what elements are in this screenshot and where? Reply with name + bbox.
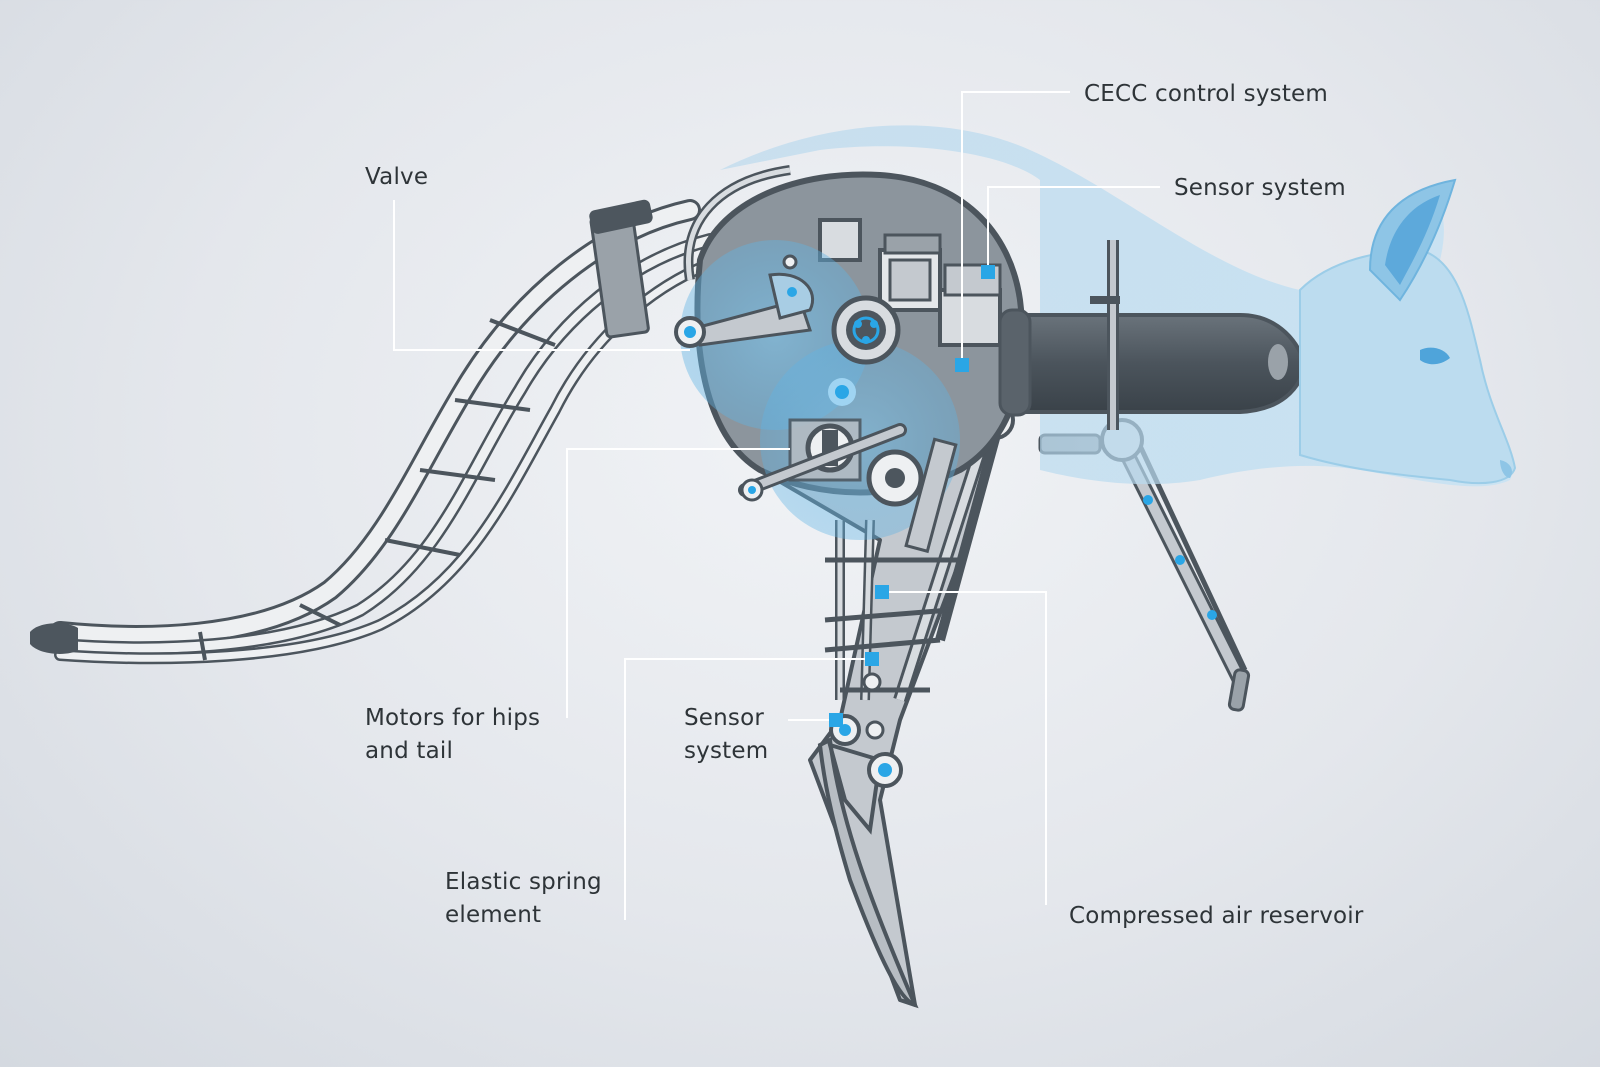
- label-text-line1: Sensor: [684, 705, 765, 731]
- label-text: Compressed air reservoir: [1069, 903, 1364, 929]
- label-text: CECC control system: [1084, 81, 1329, 107]
- label-sensor-system-leg: Sensor system: [684, 702, 768, 768]
- sensor-markers: [829, 265, 995, 727]
- hip-motors: [674, 240, 960, 554]
- leader-lines: [393, 91, 1160, 920]
- label-motors-hips-tail: Motors for hips and tail: [365, 702, 540, 768]
- label-cecc-control-system: CECC control system: [1084, 78, 1328, 111]
- tail: [30, 199, 726, 665]
- label-text-line1: Motors for hips: [365, 705, 541, 731]
- label-text-line2: element: [445, 902, 542, 928]
- head: [1299, 178, 1517, 485]
- label-text-line2: and tail: [365, 738, 454, 764]
- label-elastic-spring-element: Elastic spring element: [445, 866, 602, 932]
- label-text-line2: system: [684, 738, 769, 764]
- label-text: Sensor system: [1174, 175, 1346, 201]
- hind-leg: [758, 400, 1015, 1009]
- label-compressed-air-reservoir: Compressed air reservoir: [1069, 900, 1364, 933]
- label-valve: Valve: [365, 161, 428, 194]
- label-text-line1: Elastic spring: [445, 869, 602, 895]
- label-text: Valve: [365, 164, 429, 190]
- label-sensor-system-top: Sensor system: [1174, 172, 1346, 205]
